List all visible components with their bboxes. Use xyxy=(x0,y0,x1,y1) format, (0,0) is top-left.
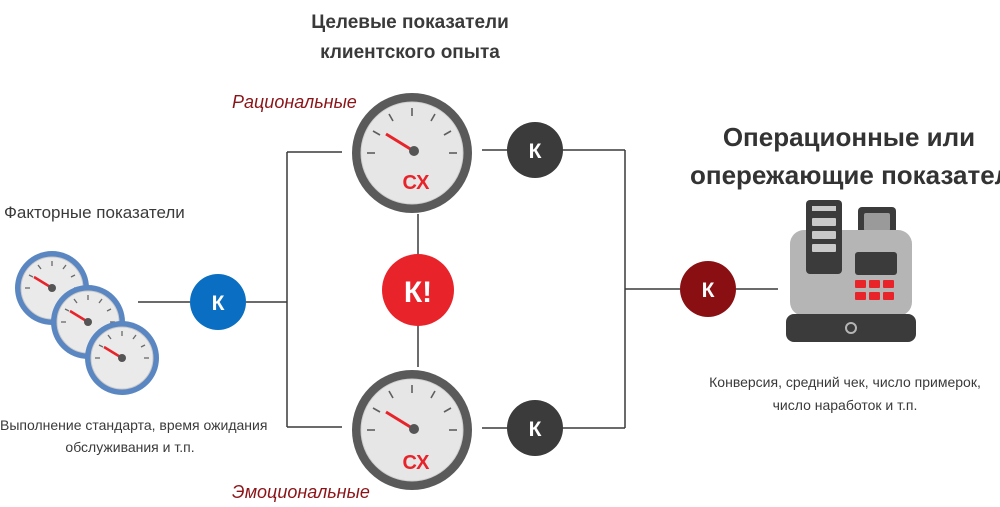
factor-desc-line-2: обслуживания и т.п. xyxy=(65,439,195,455)
factor-gauges xyxy=(15,251,159,395)
operational-title-line-1: Операционные или xyxy=(722,122,976,152)
factor-desc-line-1: Выполнение стандарта, время ожидания xyxy=(0,417,268,433)
cash-register-icon xyxy=(786,200,916,342)
title-line-1: Целевые показатели xyxy=(311,12,509,33)
speedometer-icon xyxy=(352,93,472,213)
diagram-title: Целевые показатели клиентского опыта xyxy=(200,8,620,68)
emotional-label: Эмоциональные xyxy=(232,482,370,502)
operational-title: Операционные или опережающие показатели xyxy=(690,118,1000,194)
operational-desc-line-2: число наработок и т.п. xyxy=(772,397,918,413)
connector-lines xyxy=(138,149,778,429)
operational-title-line-2: опережающие показатели xyxy=(690,160,1000,190)
k-node-operational: К xyxy=(680,261,736,317)
k-node-emotional: К xyxy=(507,400,563,456)
factor-title: Факторные показатели xyxy=(4,203,185,222)
k-node-rational-label: К xyxy=(529,140,542,163)
k-node-emotional-label: К xyxy=(529,418,542,441)
title-line-2: клиентского опыта xyxy=(320,42,500,63)
speedometer-icon xyxy=(352,370,472,490)
emotional-gauge: СХ xyxy=(352,370,472,490)
rational-label: Рациональные xyxy=(232,92,357,112)
k-alert-node: К! xyxy=(382,254,454,326)
k-node-factor: К xyxy=(190,274,246,330)
k-node-factor-label: К xyxy=(212,292,225,315)
emotional-gauge-label: СХ xyxy=(402,452,430,474)
rational-gauge: СХ xyxy=(352,93,472,213)
factor-description: Выполнение стандарта, время ожидания обс… xyxy=(0,414,268,458)
k-node-operational-label: К xyxy=(702,279,715,302)
k-node-rational: К xyxy=(507,122,563,178)
operational-description: Конверсия, средний чек, число примерок, … xyxy=(700,371,990,417)
rational-gauge-label: СХ xyxy=(402,172,430,194)
k-alert-label: К! xyxy=(404,276,432,309)
speedometer-icon xyxy=(85,321,159,395)
operational-desc-line-1: Конверсия, средний чек, число примерок, xyxy=(709,374,981,390)
